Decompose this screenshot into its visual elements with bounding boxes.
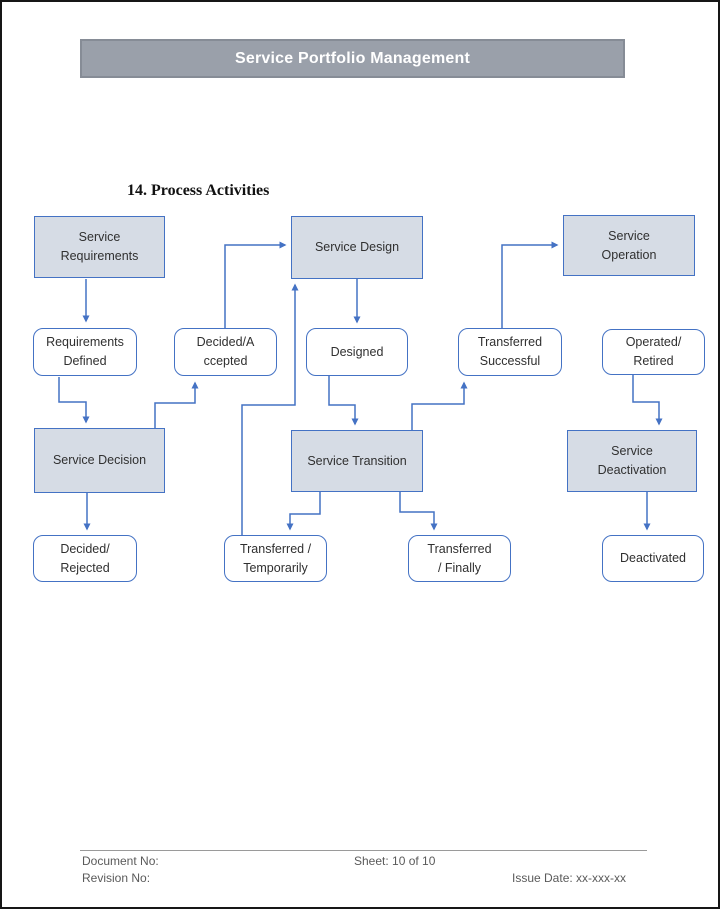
- node-label-line: Operated/: [625, 335, 682, 349]
- footer-sheet: Sheet: 10 of 10: [354, 854, 436, 868]
- document-header-bar: Service Portfolio Management: [80, 39, 625, 78]
- process-box-service-requirements: Service Requirements: [34, 216, 165, 278]
- node-label-line: Requirements: [46, 335, 124, 349]
- state-box-operated-retired: Operated/ Retired: [602, 329, 705, 375]
- connector-service-transition-to-transferred-finally: [399, 492, 438, 531]
- node-label-line: / Finally: [437, 560, 482, 575]
- node-label-line: Successful: [479, 354, 541, 368]
- node-label-line: Service: [608, 228, 650, 243]
- node-label-line: Service: [611, 444, 653, 458]
- node-label-line: Transferred: [477, 335, 543, 349]
- state-box-transferred-finally: Transferred / Finally: [408, 535, 511, 582]
- node-label-line: Transferred /: [239, 541, 312, 556]
- node-label-line: Operation: [601, 247, 657, 262]
- node-label-line: Defined: [63, 354, 107, 368]
- process-box-service-deactivation: Service Deactivation: [567, 430, 697, 492]
- state-box-transferred-temporarily: Transferred / Temporarily: [224, 535, 327, 582]
- connector-transferred-successful-to-service-operation: [501, 241, 559, 328]
- footer-issue-date: Issue Date: xx-xxx-xx: [512, 871, 627, 885]
- node-label-line: Retired: [633, 354, 674, 368]
- node-label-line: Deactivation: [597, 463, 667, 477]
- connector-requirements-defined-to-service-decision: [58, 377, 90, 424]
- node-label-line: Service: [78, 230, 121, 244]
- process-box-service-transition: Service Transition: [291, 430, 423, 492]
- node-label-line: Decided/: [60, 541, 110, 556]
- node-label-line: Service Design: [314, 240, 400, 254]
- node-label-line: Service Transition: [307, 453, 407, 468]
- state-box-deactivated: Deactivated: [602, 535, 704, 582]
- node-label-line: Transferred: [427, 541, 492, 556]
- state-box-requirements-defined: Requirements Defined: [33, 328, 137, 376]
- state-box-designed: Designed: [306, 328, 408, 376]
- process-box-service-decision: Service Decision: [34, 428, 165, 493]
- node-label-line: Rejected: [60, 560, 110, 575]
- connector-designed-to-service-transition: [328, 376, 359, 426]
- footer-document-no: Document No:: [82, 854, 159, 868]
- node-label-line: Requirements: [60, 249, 139, 263]
- node-label-line: Deactivated: [619, 551, 686, 565]
- state-box-decided-rejected: Decided/ Rejected: [33, 535, 137, 582]
- connector-transferred-temporarily-to-service-design: [241, 283, 299, 535]
- document-title: Service Portfolio Management: [235, 49, 470, 67]
- connector-service-transition-to-transferred-temporarily: [286, 492, 321, 531]
- connector-service-transition-to-transferred-successful: [411, 381, 468, 430]
- connector-decided-accepted-to-service-design: [224, 241, 287, 328]
- node-label-line: Temporarily: [243, 560, 308, 575]
- footer-divider: [80, 850, 647, 851]
- process-box-service-design: Service Design: [291, 216, 423, 279]
- state-box-transferred-successful: Transferred Successful: [458, 328, 562, 376]
- node-label-line: Designed: [330, 344, 384, 359]
- process-box-service-operation: Service Operation: [563, 215, 695, 276]
- section-title: 14. Process Activities: [127, 182, 270, 199]
- node-label-line: Decided/A: [196, 335, 255, 349]
- connector-operated-retired-to-service-deactivation: [632, 375, 663, 426]
- state-box-decided-accepted: Decided/A ccepted: [174, 328, 277, 376]
- footer-revision-no: Revision No:: [82, 871, 151, 885]
- node-label-line: ccepted: [203, 354, 248, 368]
- connector-service-decision-to-decided-accepted: [154, 381, 199, 428]
- node-label-line: Service Decision: [52, 453, 147, 467]
